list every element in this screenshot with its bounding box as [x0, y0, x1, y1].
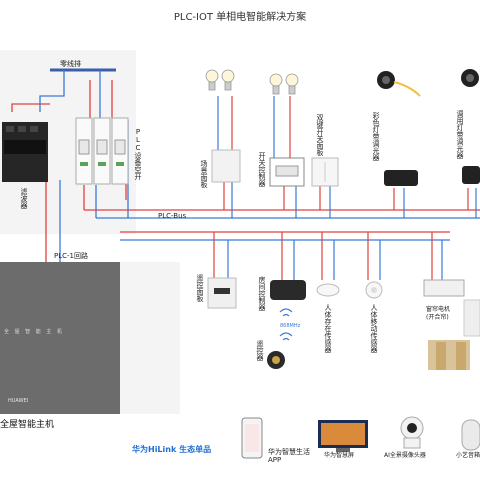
hilink-app-label: 华为智慧生活APP [268, 448, 310, 464]
page-title: PLC-IOT 单相电智能解决方案 [173, 12, 307, 23]
remote-label: 遥控器 [256, 340, 264, 361]
hub-panel-text: 全 屋 智 能 主 机 [4, 329, 64, 335]
color-led-label: 彩色灯带调光器 [372, 112, 380, 161]
wireless-signal-icon [279, 308, 293, 341]
presence-sensor-icon [316, 283, 340, 297]
hilink-camera-label: AI全景摄像头器 [384, 452, 426, 459]
filter-label: 滤波器 [20, 188, 28, 209]
camera-icon [400, 416, 424, 449]
room-controller-icon [270, 280, 306, 300]
hilink-speaker-label: 小艺音箱 [456, 452, 480, 459]
breaker-label: PLC设备空开 [134, 128, 142, 180]
curtain-motor-label: 窗帘电机(开合帘) [426, 306, 451, 321]
hub-label: 全屋智能主机 [0, 420, 55, 430]
led-strip-icons [377, 69, 479, 97]
dual-switch-label: 双键开关面板 [316, 114, 324, 156]
remote-panel-label: 遥控面板 [196, 274, 204, 302]
curtain-motor-icon [423, 279, 465, 297]
scene-panel-icon [211, 149, 241, 183]
color-led-controller-icon [384, 170, 418, 186]
hub-brand: HUAWEI [8, 398, 29, 404]
bulb-icons [205, 69, 299, 95]
switch-controller-label: 开关控制器 [258, 152, 266, 187]
room-controller-label: 房间控制器 [258, 276, 266, 311]
plc-bus-label: PLC-Bus [158, 212, 187, 220]
neutral-bus-label: 零线排 [60, 60, 81, 68]
frequency-label: 868MHz [280, 323, 301, 329]
white-led-label: 调用灯带调光器 [456, 110, 464, 159]
filter-device [2, 122, 48, 182]
breaker-device [75, 117, 129, 185]
presence-sensor-label: 人体存在传感器 [324, 304, 332, 353]
scene-panel-label: 场景面板 [200, 160, 208, 188]
plc-loop-label: PLC-1回路 [54, 252, 88, 260]
motion-sensor-label: 人体移动传感器 [370, 304, 378, 353]
hilink-title: 华为HiLink 生态单品 [132, 445, 212, 454]
hilink-screen-label: 华为智慧屏 [324, 452, 355, 459]
speaker-icon [461, 419, 480, 451]
white-led-controller-icon [462, 166, 480, 184]
